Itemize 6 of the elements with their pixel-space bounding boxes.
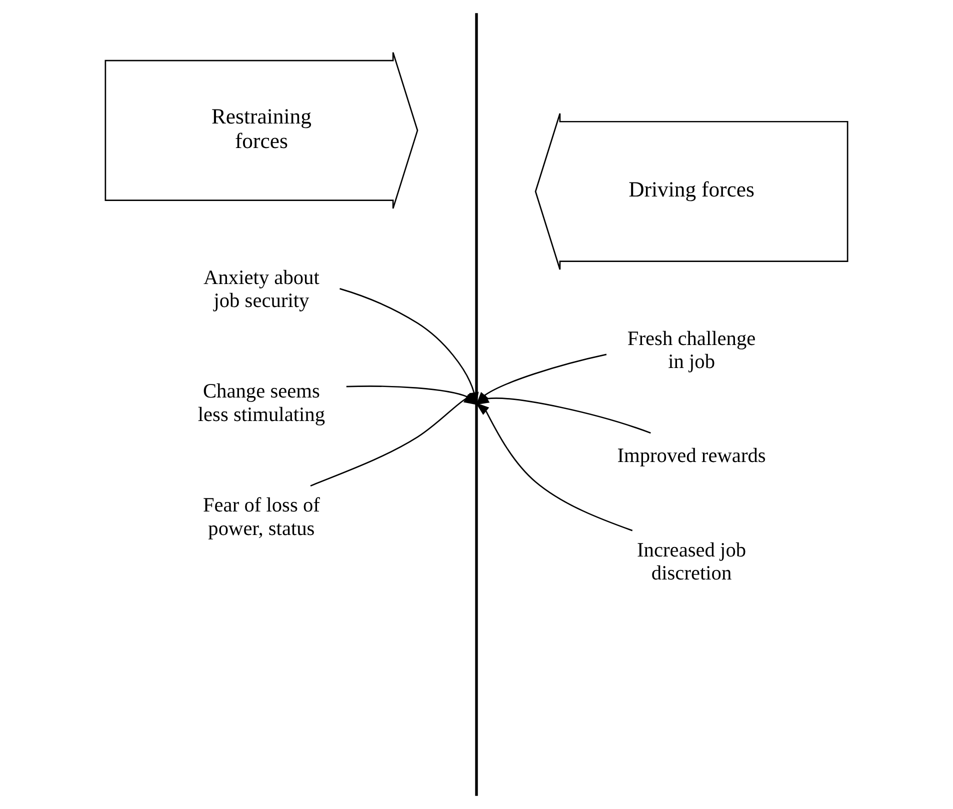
node-text: Anxiety about job security xyxy=(204,266,320,312)
node-text: Fresh challenge in job xyxy=(627,328,756,373)
node-text: Improved rewards xyxy=(617,445,766,468)
node-text: Fear of loss of power, status xyxy=(202,494,320,540)
node-text: Change seems less stimulating xyxy=(198,380,326,426)
node-text: Increased job discretion xyxy=(637,539,746,585)
